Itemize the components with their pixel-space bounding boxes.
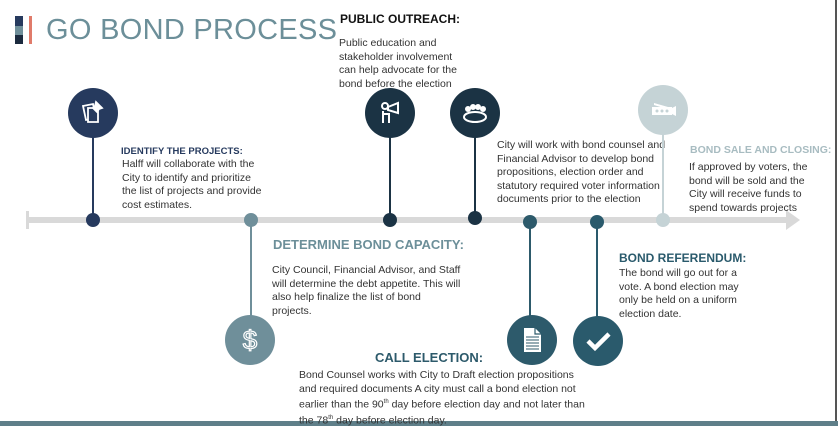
timeline-dot: [244, 213, 258, 227]
step-heading: PUBLIC OUTREACH:: [340, 12, 460, 26]
timeline-dot: [523, 215, 537, 229]
step-description: Public education and stakeholder involve…: [339, 37, 457, 90]
money-icon: [638, 85, 688, 135]
step-description: The bond will go out for a vote. A bond …: [619, 267, 739, 320]
megaphone-icon: [365, 88, 415, 138]
step-description: Halff will collaborate with the City to …: [122, 158, 262, 211]
connector: [529, 222, 531, 340]
timeline-dot: [383, 213, 397, 227]
timeline-dot: [590, 215, 604, 229]
document-icon: [507, 315, 557, 365]
dollar-icon: $: [225, 315, 275, 365]
footer-bar: [0, 421, 838, 426]
svg-text:$: $: [243, 325, 258, 355]
timeline-arrowhead: [786, 210, 800, 230]
step-description: City Council, Financial Advisor, and Sta…: [272, 264, 461, 317]
description-part: Bond Counsel works with City to Draft el…: [299, 369, 576, 411]
timeline-line: [28, 217, 790, 223]
checkmark-icon: [573, 316, 623, 366]
step-heading: BOND REFERENDUM:: [619, 251, 747, 265]
pushpin-notes-icon: [68, 88, 118, 138]
connector: [596, 222, 598, 340]
superscript: th: [328, 415, 334, 422]
step-description: Bond Counsel works with City to Draft el…: [299, 369, 594, 428]
step-heading: BOND SALE AND CLOSING:: [690, 144, 832, 156]
connector: [662, 110, 664, 220]
description-part: day before election day and not later th…: [299, 398, 585, 427]
timeline-dot: [468, 211, 482, 225]
timeline-start: [26, 211, 29, 229]
connector: [250, 220, 252, 340]
step-heading: DETERMINE BOND CAPACITY:: [273, 237, 464, 252]
connector: [389, 113, 391, 220]
step-description: City will work with bond counsel and Fin…: [497, 139, 666, 206]
step-description: If approved by voters, the bond will be …: [689, 161, 808, 214]
crowd-icon: [450, 88, 500, 138]
timeline-dot: [86, 213, 100, 227]
frame-border: [835, 0, 837, 426]
connector: [92, 113, 94, 220]
description-part: day before election day.: [333, 414, 447, 427]
step-heading: IDENTIFY THE PROJECTS:: [121, 146, 243, 157]
page-title: GO BOND PROCESS: [46, 14, 338, 46]
timeline-dot: [656, 213, 670, 227]
superscript: th: [383, 399, 389, 406]
step-heading: CALL ELECTION:: [375, 350, 484, 365]
connector: [474, 113, 476, 218]
